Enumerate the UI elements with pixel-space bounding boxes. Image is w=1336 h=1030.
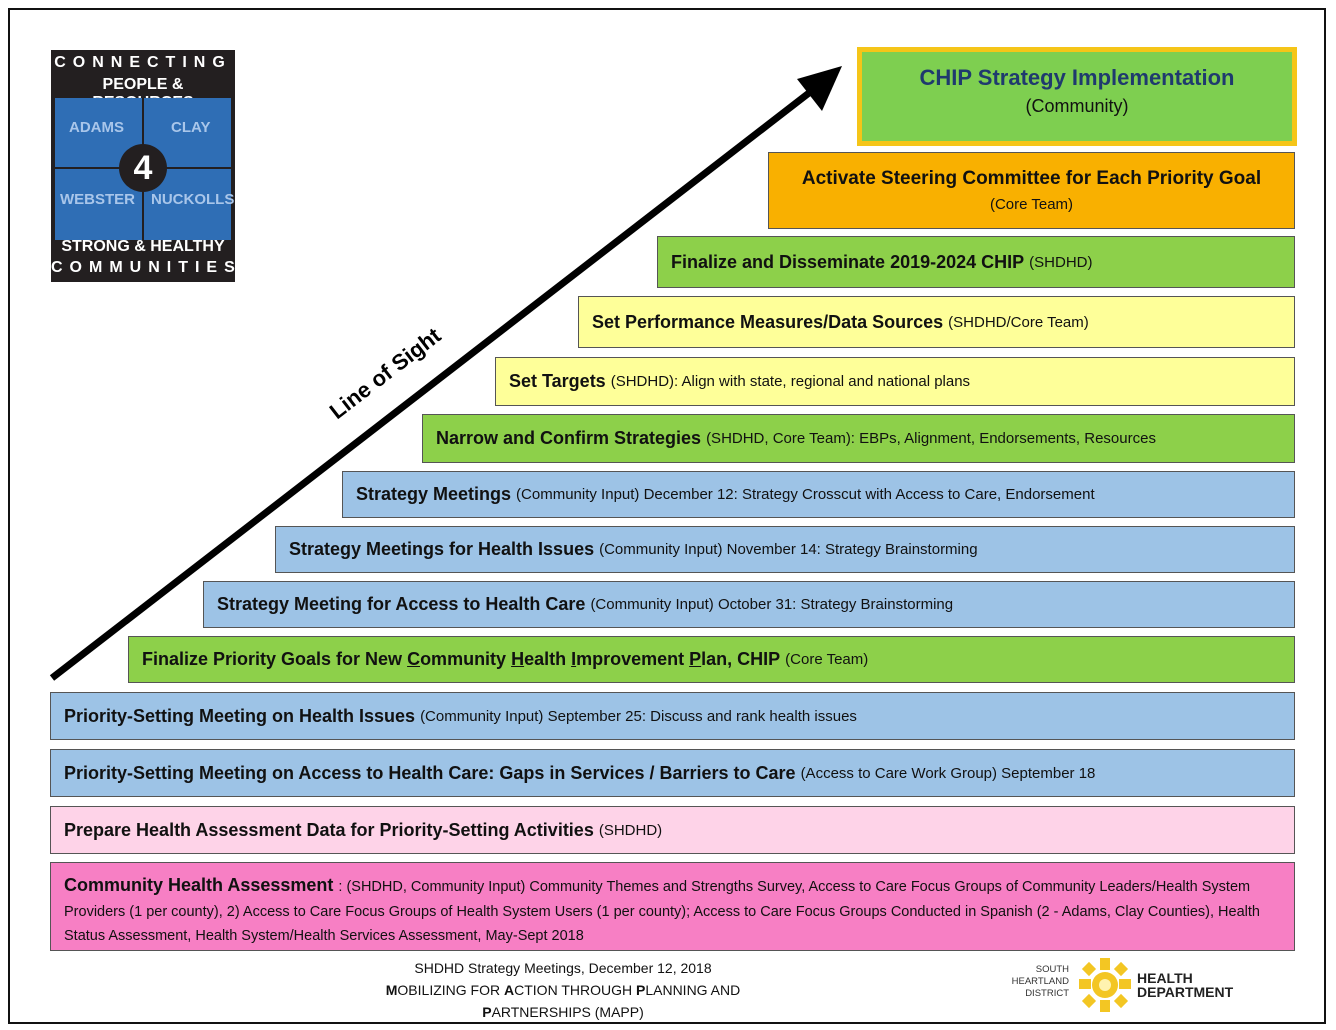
priority-setting-access-box: Priority-Setting Meeting on Access to He… <box>50 749 1295 797</box>
logo-county-clay: CLAY <box>171 119 211 136</box>
footer-line-1: SHDHD Strategy Meetings, December 12, 20… <box>414 960 712 976</box>
set-targets-box: Set Targets(SHDHD): Align with state, re… <box>495 357 1295 406</box>
step-title: Narrow and Confirm Strategies <box>436 428 702 448</box>
step-title: Community Health Assessment <box>64 875 334 895</box>
hd-district-name: SOUTH HEARTLAND DISTRICT <box>1011 964 1069 999</box>
step-title: Set Performance Measures/Data Sources <box>592 311 944 332</box>
logo-number: 4 <box>119 144 167 192</box>
step-title: Priority-Setting Meeting on Health Issue… <box>64 705 416 726</box>
step-detail: (Community Input) November 14: Strategy … <box>599 541 978 558</box>
priority-setting-health-issues-box: Priority-Setting Meeting on Health Issue… <box>50 692 1295 740</box>
step-title: Strategy Meetings <box>356 484 512 504</box>
prepare-health-assessment-box: Prepare Health Assessment Data for Prior… <box>50 806 1295 854</box>
step-detail: (SHDHD): Align with state, regional and … <box>610 373 971 390</box>
line-of-sight-label: Line of Sight <box>325 322 446 424</box>
logo-line-4: COMMUNITIES <box>51 259 242 276</box>
footer-caption: SHDHD Strategy Meetings, December 12, 20… <box>330 957 796 1023</box>
connecting-4-logo: CONNECTING PEOPLE & RESOURCES ADAMS CLAY… <box>51 50 235 282</box>
step-detail: (Community Input) October 31: Strategy B… <box>590 596 954 613</box>
step-detail: : (SHDHD, Community Input) Community The… <box>64 879 1260 944</box>
step-detail: (Community) <box>1025 96 1129 116</box>
step-title: Strategy Meeting for Access to Health Ca… <box>217 594 586 614</box>
logo-county-nuckolls: NUCKOLLS <box>151 191 235 208</box>
strategy-meeting-access-box: Strategy Meeting for Access to Health Ca… <box>203 581 1295 628</box>
step-detail: (SHDHD, Core Team): EBPs, Alignment, End… <box>706 430 1156 447</box>
step-detail: (Community Input) September 25: Discuss … <box>420 707 857 725</box>
finalize-disseminate-chip-box: Finalize and Disseminate 2019-2024 CHIP(… <box>657 236 1295 288</box>
activate-steering-committee-box: Activate Steering Committee for Each Pri… <box>768 152 1295 229</box>
diagram-frame <box>8 8 1326 1024</box>
arrow-head-icon <box>797 66 842 111</box>
footer-line-2: MOBILIZING FOR ACTION THROUGH PLANNING A… <box>385 982 741 1020</box>
hd-department-name: HEALTH DEPARTMENT <box>1137 970 1234 1000</box>
strategy-meetings-box: Strategy Meetings(Community Input) Decem… <box>342 471 1295 518</box>
logo-line-1: CONNECTING <box>54 54 232 71</box>
logo-county-webster: WEBSTER <box>60 191 135 208</box>
logo-county-grid: ADAMS CLAY WEBSTER NUCKOLLS 4 <box>55 98 235 240</box>
step-title: Set Targets <box>509 371 606 391</box>
step-title: Activate Steering Committee for Each Pri… <box>801 168 1262 189</box>
logo-line-3: STRONG & HEALTHY <box>61 238 225 255</box>
step-detail: (SHDHD) <box>1029 253 1093 271</box>
strategy-meetings-health-issues-box: Strategy Meetings for Health Issues(Comm… <box>275 526 1295 573</box>
step-title: CHIP Strategy Implementation <box>919 65 1235 90</box>
finalize-priority-goals-box: Finalize Priority Goals for New Communit… <box>128 636 1295 683</box>
step-title: Finalize and Disseminate 2019-2024 CHIP <box>671 251 1025 272</box>
step-detail: (Access to Care Work Group) September 18 <box>800 764 1096 782</box>
step-detail: (SHDHD) <box>598 821 663 839</box>
step-title: Strategy Meetings for Health Issues <box>289 539 595 559</box>
step-title: Prepare Health Assessment Data for Prior… <box>64 819 594 840</box>
narrow-confirm-strategies-box: Narrow and Confirm Strategies(SHDHD, Cor… <box>422 414 1295 463</box>
sun-flower-icon <box>1079 958 1131 1012</box>
step-detail: (SHDHD/Core Team) <box>948 313 1089 331</box>
health-department-logo: SOUTH HEARTLAND DISTRICT HEALTH DEPARTME… <box>1005 956 1245 1014</box>
step-detail: (Core Team) <box>785 651 869 668</box>
set-performance-measures-box: Set Performance Measures/Data Sources(SH… <box>578 296 1295 348</box>
chip-strategy-implementation-box: CHIP Strategy Implementation (Community) <box>857 47 1297 146</box>
step-detail: (Community Input) December 12: Strategy … <box>516 486 1095 503</box>
step-title: Priority-Setting Meeting on Access to He… <box>64 762 796 783</box>
step-detail: (Core Team) <box>989 196 1074 213</box>
step-title: Finalize Priority Goals for New Communit… <box>142 649 781 669</box>
community-health-assessment-box: Community Health Assessment: (SHDHD, Com… <box>50 862 1295 951</box>
logo-county-adams: ADAMS <box>69 119 124 136</box>
